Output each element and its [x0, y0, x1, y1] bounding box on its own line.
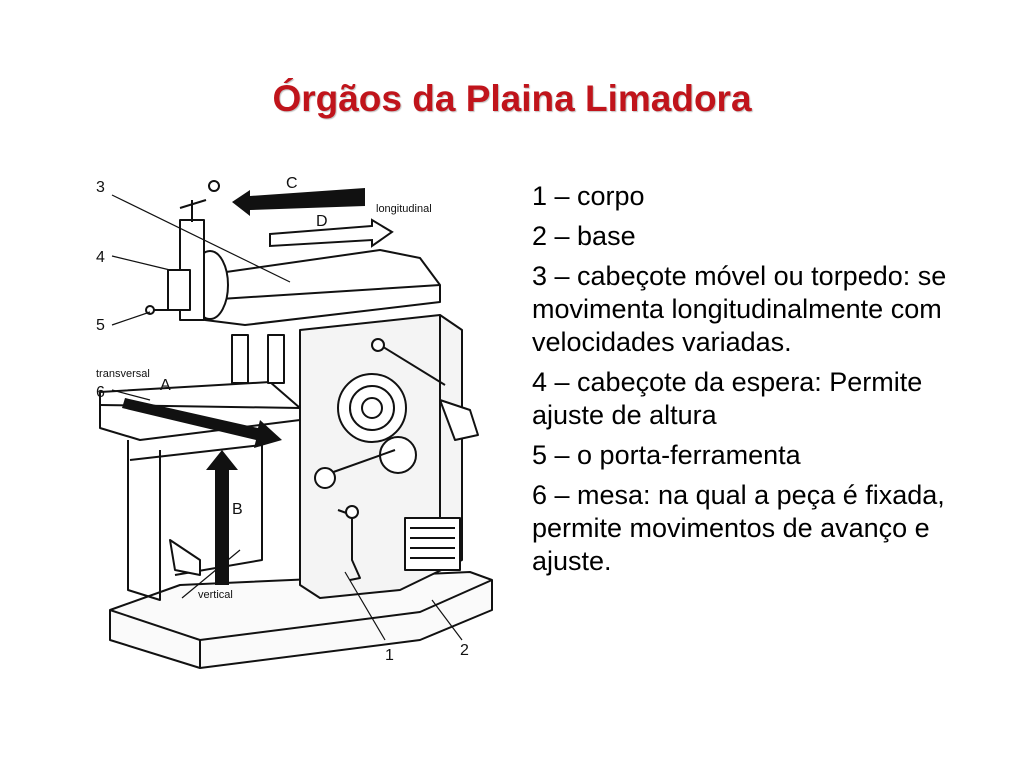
machine-base [109, 571, 493, 669]
legend-item-2: 2 – base [532, 221, 636, 251]
parts-legend: 1 – corpo 2 – base 3 – cabeçote móvel ou… [532, 180, 972, 585]
label-longitudinal: longitudinal [376, 203, 432, 215]
label-d: D [316, 213, 328, 230]
label-2: 2 [460, 642, 469, 659]
label-3: 3 [96, 179, 105, 196]
label-a: A [160, 377, 171, 394]
legend-item-4: 4 – cabeçote da espera: Permite ajuste d… [532, 367, 923, 430]
legend-item-3: 3 – cabeçote móvel ou torpedo: se movime… [532, 261, 947, 357]
arrow-c [232, 188, 365, 216]
label-1: 1 [385, 647, 394, 664]
label-5: 5 [96, 317, 105, 334]
arrow-a [122, 398, 282, 448]
arrow-b [206, 450, 238, 585]
label-4: 4 [96, 249, 105, 266]
legend-item-6: 6 – mesa: na qual a peça é fixada, permi… [532, 480, 945, 576]
label-c: C [286, 175, 298, 192]
vent-panel [404, 517, 461, 571]
label-vertical: vertical [198, 589, 233, 601]
label-6: 6 [96, 384, 105, 401]
label-b: B [232, 501, 243, 518]
label-transversal: transversal [96, 368, 150, 380]
legend-item-5: 5 – o porta-ferramenta [532, 440, 801, 470]
shaper-machine-diagram: 3 4 5 6 1 2 C D A B longitudinal transve… [96, 175, 493, 669]
arrow-d [269, 218, 394, 248]
slide-title: Órgãos da Plaina Limadora [272, 78, 752, 119]
legend-item-1: 1 – corpo [532, 181, 645, 211]
